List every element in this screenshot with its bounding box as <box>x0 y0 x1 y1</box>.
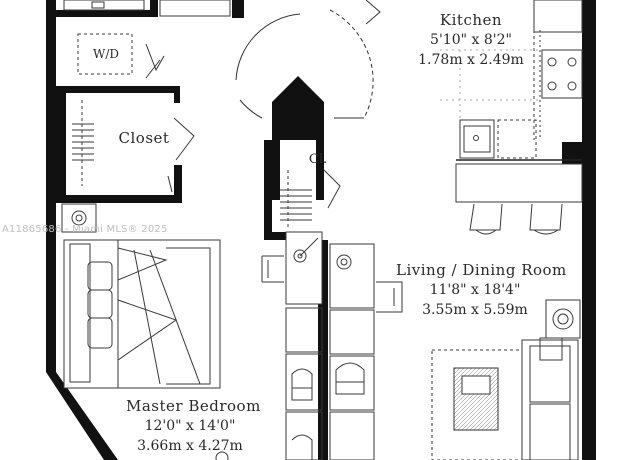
living-dining-furniture <box>261 231 581 460</box>
living-dimension-imperial: 11'8" x 18'4" <box>429 282 521 298</box>
bed <box>63 239 221 389</box>
closet-right-wall <box>174 165 182 203</box>
master-bedroom-dimension-imperial: 12'0" x 14'0" <box>144 418 236 434</box>
master-bedroom-title: Master Bedroom <box>126 397 261 415</box>
living-label: Living / Dining Room 11'8" x 18'4" 3.55m… <box>396 260 567 320</box>
entry-wall-left <box>150 0 158 17</box>
small-closet <box>280 169 341 230</box>
closet-hangers <box>72 123 94 161</box>
small-closet-left-wall <box>264 140 272 240</box>
kitchen-label: Kitchen 5'10" x 8'2" 1.78m x 2.49m <box>416 10 526 70</box>
bedroom-living-wall <box>318 240 328 460</box>
diagonal-wall <box>46 372 118 460</box>
living-title: Living / Dining Room <box>396 261 567 279</box>
kitchen-counter <box>455 163 583 203</box>
kitchen-column <box>562 142 582 164</box>
laundry <box>63 0 231 79</box>
closet-label: Closet <box>118 129 170 147</box>
closet-area <box>68 96 195 193</box>
washer-dryer-outline <box>77 33 133 75</box>
stove <box>541 49 583 99</box>
entry-door <box>235 0 381 119</box>
side-table <box>545 299 581 339</box>
kitchen-dimension-imperial: 5'10" x 8'2" <box>430 32 512 48</box>
laundry-bottom-wall <box>56 86 180 93</box>
entry-wall-right <box>232 0 244 18</box>
walls <box>46 0 596 460</box>
nightstand-top <box>61 203 97 233</box>
left-outer-wall <box>46 0 56 372</box>
bedroom-furniture <box>61 203 229 460</box>
central-pillar <box>272 76 324 200</box>
living-dimension-metric: 3.55m x 5.59m <box>422 302 528 318</box>
kitchen-sink <box>459 119 495 159</box>
closet-bottom-wall <box>56 195 182 203</box>
fridge <box>533 0 583 33</box>
laundry-top-wall <box>56 10 150 17</box>
right-outer-wall <box>582 0 596 460</box>
dining-table <box>329 243 375 309</box>
cl-label: Cl. <box>308 152 328 167</box>
kitchen-title: Kitchen <box>439 11 503 29</box>
kitchen <box>440 0 583 235</box>
dining-left-table <box>285 231 323 305</box>
mls-watermark: A11865686 - Miami MLS® 2025 <box>2 224 168 235</box>
wd-label: W/D <box>93 47 119 61</box>
closet-left-wall <box>56 93 66 195</box>
master-bedroom-dimension-metric: 3.66m x 4.27m <box>137 438 243 454</box>
sofa <box>521 339 579 460</box>
bar-stools <box>469 203 563 235</box>
closet-top-jamb <box>174 93 180 103</box>
master-bedroom-label: Master Bedroom 12'0" x 14'0" 3.66m x 4.2… <box>126 396 261 456</box>
kitchen-dimension-metric: 1.78m x 2.49m <box>418 52 524 68</box>
